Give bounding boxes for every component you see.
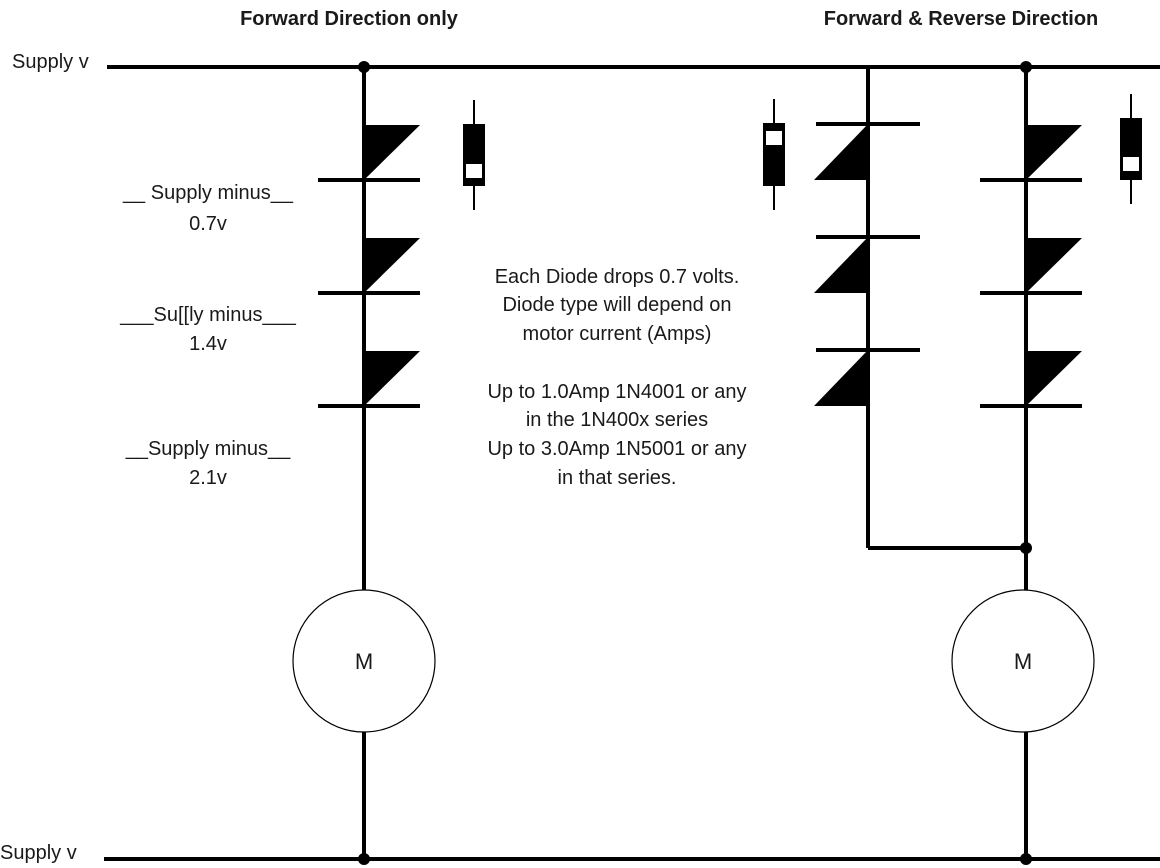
left-motor-label: M (355, 649, 373, 674)
title-forward-reverse: Forward & Reverse Direction (824, 8, 1099, 30)
right-motor-label: M (1014, 649, 1032, 674)
svg-text:__Supply minus__: __Supply minus__ (125, 438, 291, 460)
note-line-8: in that series. (558, 467, 677, 489)
right-motor: M (951, 589, 1095, 733)
left-diode-2 (318, 238, 420, 295)
svg-text:0.7v: 0.7v (189, 213, 227, 235)
note-line-3: motor current (Amps) (523, 323, 712, 345)
right-forward-diode-3 (980, 351, 1082, 408)
reverse-diode-2 (814, 235, 920, 293)
diode-note: Each Diode drops 0.7 volts. Diode type w… (487, 266, 746, 489)
note-line-1: Each Diode drops 0.7 volts. (495, 266, 740, 288)
reverse-diode-1 (814, 122, 920, 180)
voltage-label-3: __Supply minus__ 2.1v (125, 438, 291, 489)
title-forward-only: Forward Direction only (240, 8, 459, 30)
left-diode-3 (318, 351, 420, 408)
note-line-2: Diode type will depend on (502, 294, 731, 316)
top-rail-label: Supply v (12, 51, 89, 73)
svg-text:___Su[[ly minus___: ___Su[[ly minus___ (119, 304, 297, 326)
voltage-label-2: ___Su[[ly minus___ 1.4v (119, 304, 297, 355)
voltage-label-1: __ Supply minus__ 0.7v (122, 182, 294, 235)
svg-text:1.4v: 1.4v (189, 333, 227, 355)
diode-package-icon-right (1120, 94, 1142, 204)
right-forward-diode-2 (980, 238, 1082, 295)
svg-text:__ Supply minus__: __ Supply minus__ (122, 182, 294, 204)
note-line-5: Up to 1.0Amp 1N4001 or any (487, 381, 746, 403)
reverse-diode-3 (814, 348, 920, 406)
left-diode-1 (318, 125, 420, 182)
note-line-6: in the 1N400x series (526, 409, 708, 431)
left-motor: M (292, 589, 436, 733)
diode-package-icon-left (463, 100, 485, 210)
svg-text:2.1v: 2.1v (189, 467, 227, 489)
diode-package-icon-reverse (763, 99, 785, 210)
note-line-7: Up to 3.0Amp 1N5001 or any (487, 438, 746, 460)
bottom-rail-label: Supply v (0, 842, 77, 864)
right-forward-diode-1 (980, 125, 1082, 182)
